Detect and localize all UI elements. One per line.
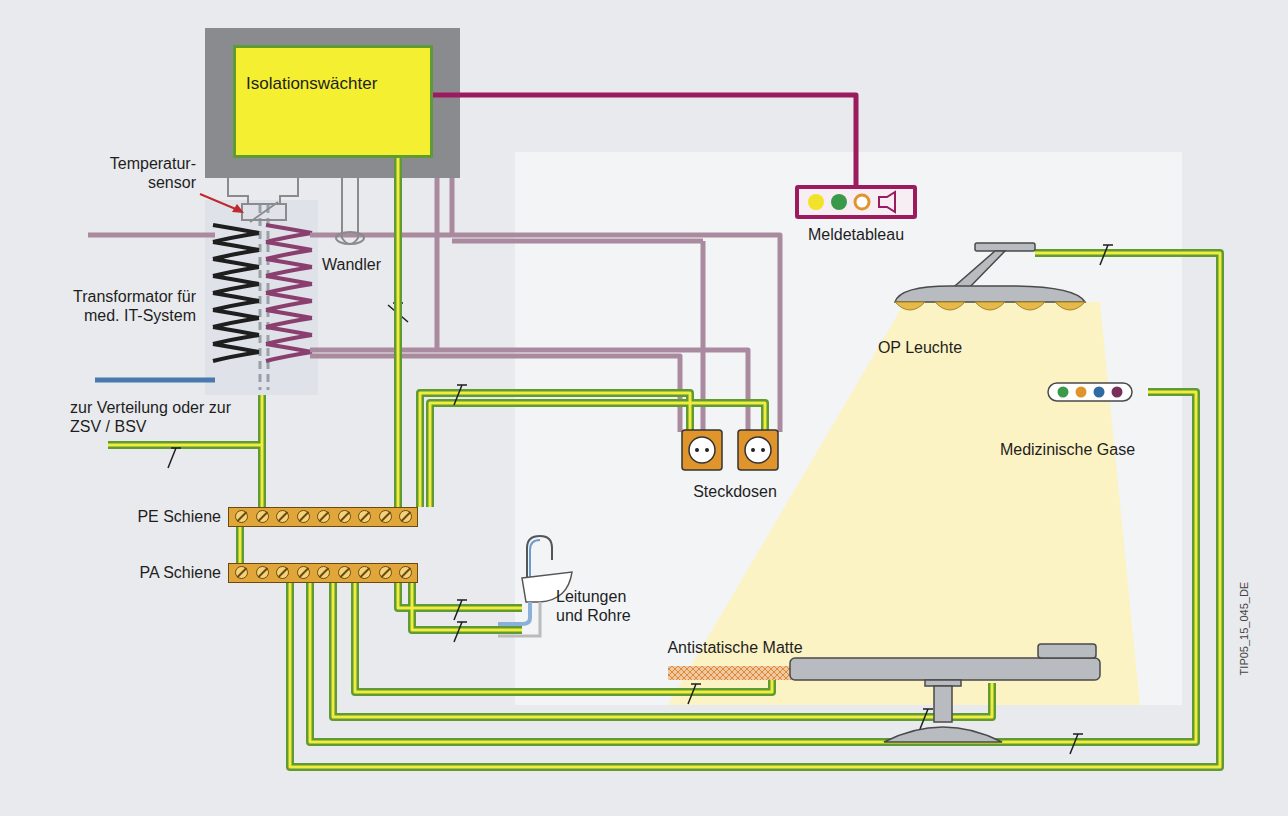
pe-busbar: PE Schiene: [228, 507, 418, 527]
part-label: Temperatur- sensor: [100, 154, 196, 192]
terminal-screw: [338, 510, 351, 523]
part-label: Antistatische Matte: [640, 638, 830, 657]
conductor-ticks: [168, 245, 1113, 754]
part-label: Transformator für med. IT-System: [40, 287, 196, 325]
terminal-screw: [256, 566, 269, 579]
monitor-housing: [205, 28, 460, 178]
connector: [433, 95, 856, 185]
transformer-panel: [205, 200, 318, 395]
terminal-screw: [399, 510, 412, 523]
node-label: Meldetableau: [808, 225, 904, 244]
part-label: Medizinische Gase: [980, 440, 1155, 459]
connector: [398, 158, 399, 507]
node-label: PE Schiene: [137, 507, 221, 526]
terminal-screw: [256, 510, 269, 523]
sensor-arrow: [200, 194, 238, 210]
terminal-screw: [338, 566, 351, 579]
part-label: zur Verteilung oder zur ZSV / BSV: [70, 398, 240, 436]
coil-winding: [266, 225, 312, 361]
terminal-screw: [317, 566, 330, 579]
medical-gas-outlet: [1048, 383, 1132, 401]
alarm-panel: Meldetableau: [795, 185, 917, 219]
node-label: Isolationswächter: [236, 48, 430, 94]
antistatic-mat: [668, 666, 802, 680]
terminal-screw: [379, 566, 392, 579]
part-label: Leitungen und Rohre: [556, 587, 636, 625]
terminal-screw: [297, 566, 310, 579]
terminal-screw: [317, 510, 330, 523]
terminal-screw: [399, 566, 412, 579]
current-transformer: [342, 178, 358, 244]
part-label: OP Leuchte: [860, 338, 980, 357]
terminal-screw: [276, 566, 289, 579]
op-lamp: [895, 243, 1085, 310]
terminal-screw: [379, 510, 392, 523]
terminal-screw: [235, 566, 248, 579]
figure-id: TIP05_15_045_DE: [1238, 564, 1251, 694]
operating-table: [790, 644, 1100, 742]
sockets: [682, 430, 778, 470]
pe-conductors: [108, 253, 1220, 767]
alarm-lights: [799, 189, 913, 215]
part-label: Wandler: [322, 255, 412, 274]
transformer-coils: [213, 225, 312, 361]
terminal-screw: [235, 510, 248, 523]
terminal-screw: [297, 510, 310, 523]
terminal-screw: [358, 510, 371, 523]
part-label: Steckdosen: [680, 482, 790, 501]
pa-busbar: PA Schiene: [228, 563, 418, 583]
terminal-screw: [276, 510, 289, 523]
coil-winding: [213, 225, 259, 361]
terminal-screw: [358, 566, 371, 579]
monitor-box: Isolationswächter: [233, 45, 433, 158]
connector: [240, 527, 241, 563]
node-label: PA Schiene: [139, 563, 221, 582]
